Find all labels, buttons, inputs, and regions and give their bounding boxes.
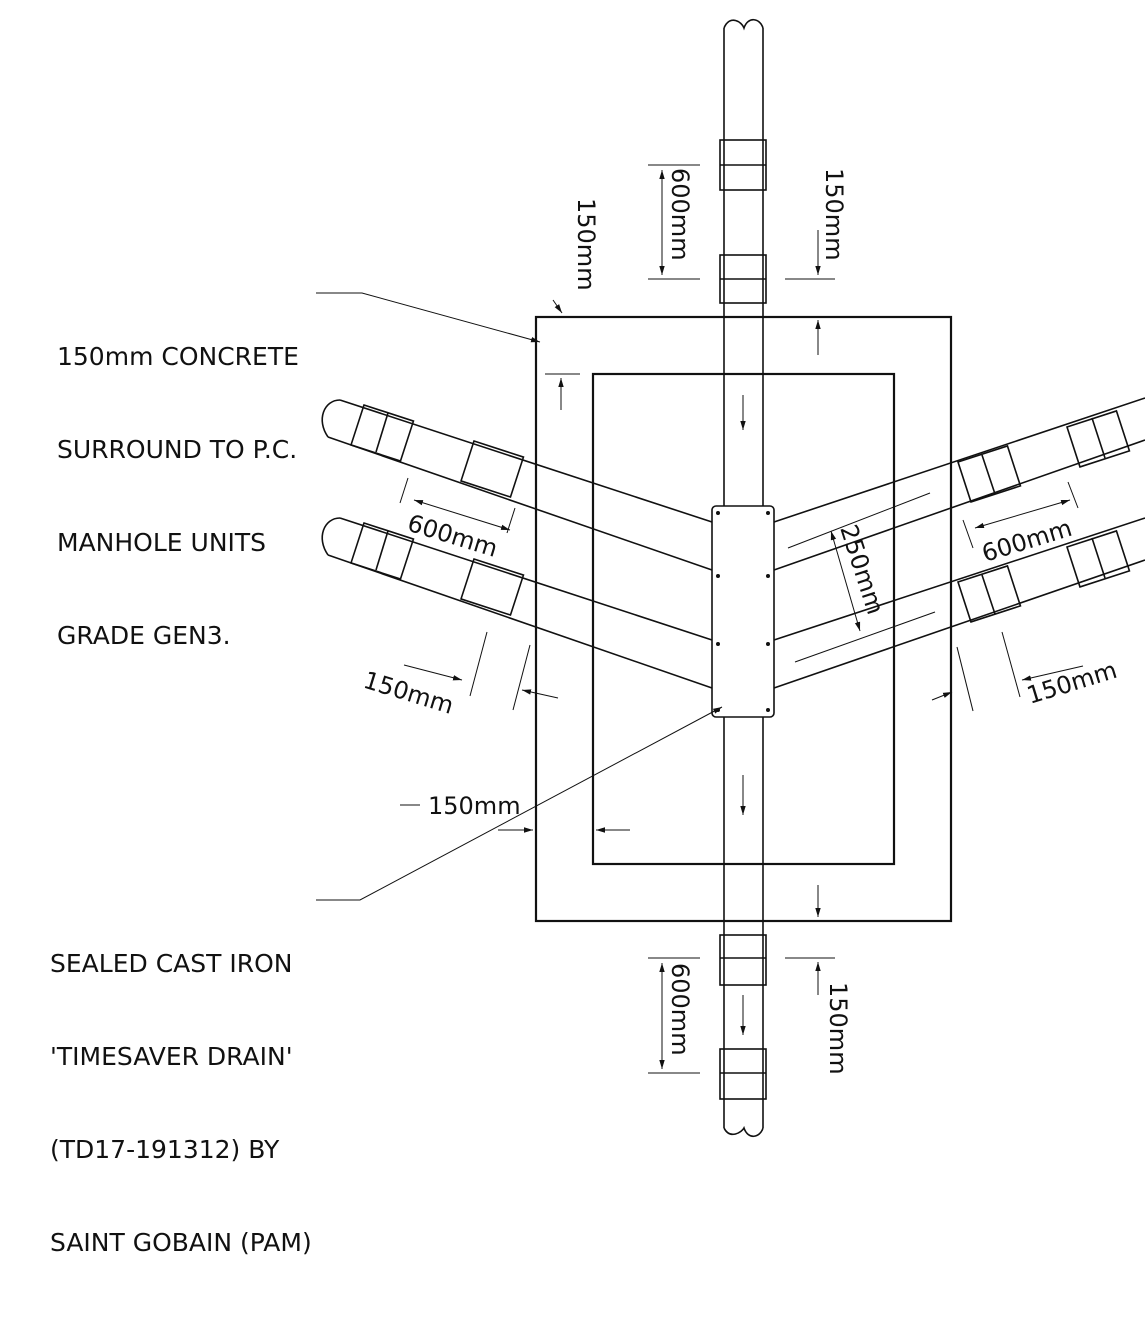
dim-label-left-mid-wall: 150mm [428, 792, 521, 820]
note-line: SAINT GOBAIN (PAM) [50, 1228, 312, 1257]
left-branch-pipes [321, 399, 713, 689]
note-line: SURROUND TO P.C. [57, 435, 298, 464]
note-line: 150mm CONCRETE [57, 342, 299, 371]
note-line: MANHOLE UNITS [57, 528, 267, 557]
main-pipe [719, 18, 767, 1138]
drawing-canvas: 600mm 150mm 150mm 600mm 150mm 150mm 250m… [316, 18, 1145, 1138]
dim-label-top-clearance: 150mm [820, 168, 848, 261]
note-line: GRADE GEN3. [57, 621, 231, 650]
dim-label-right-pipe: 600mm [979, 514, 1076, 568]
timesaver-drain-unit [711, 505, 775, 718]
dim-label-bottom-clearance: 150mm [824, 982, 852, 1075]
dim-label-right-wall: 150mm [1024, 656, 1121, 710]
dim-label-top-wall: 150mm [572, 198, 600, 291]
note-line: 'TIMESAVER DRAIN' [50, 1042, 293, 1071]
drainage-drawing: 600mm 150mm 150mm 600mm 150mm 150mm 250m… [50, 18, 1145, 1257]
concrete-surround-note: 150mm CONCRETE SURROUND TO P.C. MANHOLE … [57, 279, 299, 713]
manhole-chamber-outline [591, 372, 896, 866]
dim-label-left-wall: 150mm [360, 666, 457, 720]
dim-label-bottom-pipe: 600mm [666, 963, 694, 1056]
drain-unit-note: SEALED CAST IRON 'TIMESAVER DRAIN' (TD17… [50, 886, 312, 1320]
concrete-surround-outline [534, 315, 953, 923]
dimension-lines [399, 164, 1084, 1074]
leader-lines [316, 292, 723, 901]
right-branch-pipes [773, 397, 1145, 689]
dim-label-top-pipe: 600mm [666, 168, 694, 261]
note-line: SEALED CAST IRON [50, 949, 293, 978]
